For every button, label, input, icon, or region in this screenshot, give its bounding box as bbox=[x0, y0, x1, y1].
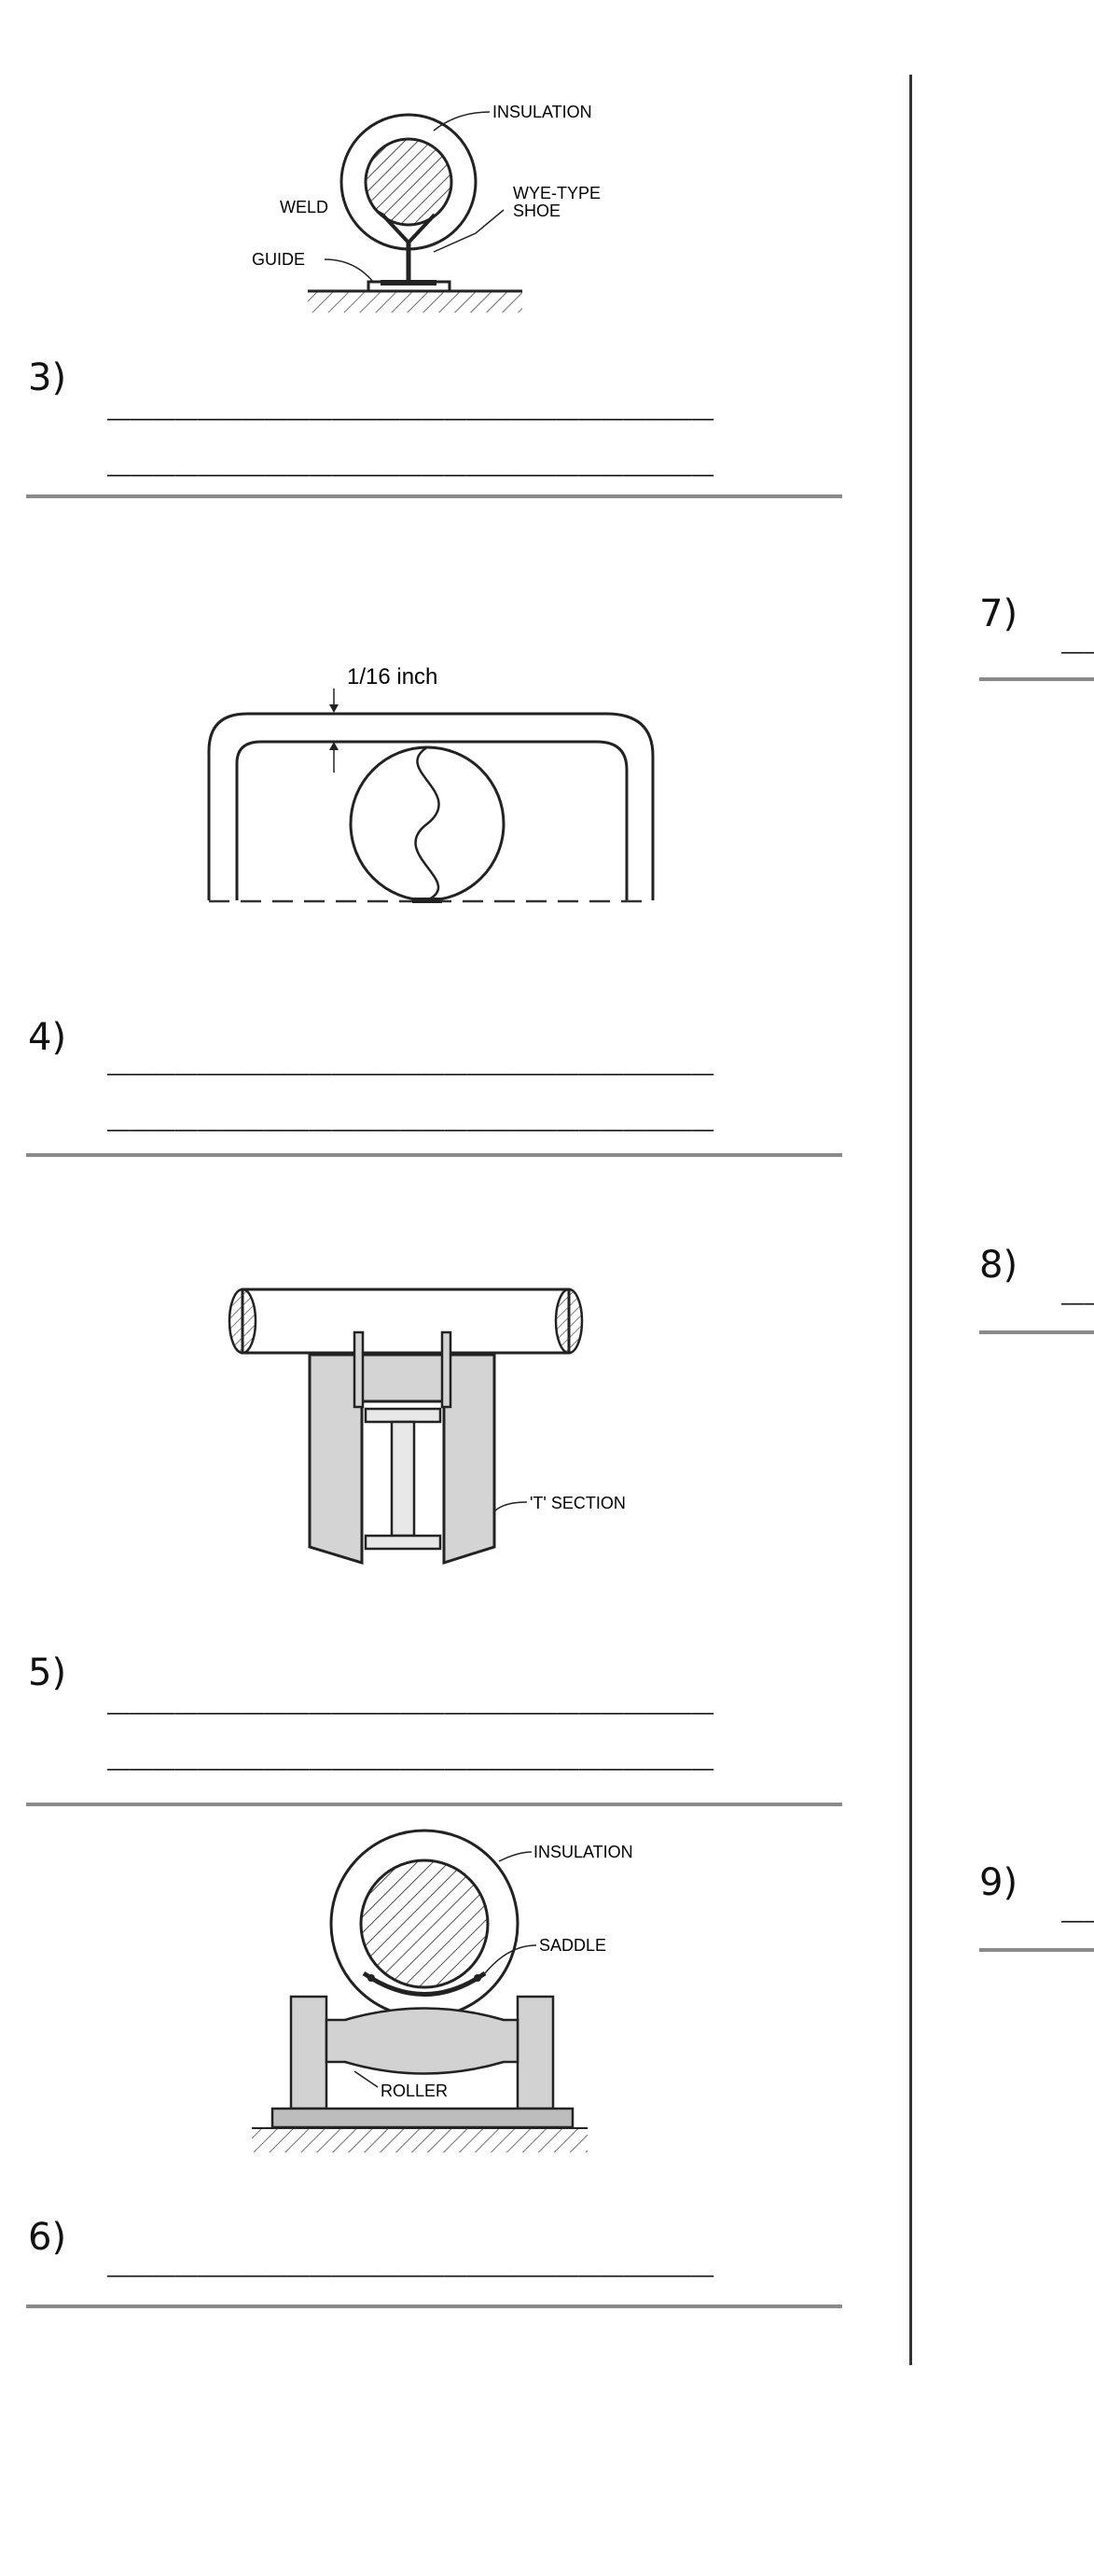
question-5-answer-line-1[interactable]: ___________________________ bbox=[107, 1672, 714, 1715]
divider bbox=[979, 1948, 1094, 1952]
divider bbox=[979, 1330, 1094, 1334]
column-divider bbox=[909, 75, 912, 2365]
insulation-label: INSULATION bbox=[492, 103, 592, 121]
t-section-support-figure: 'T' SECTION bbox=[228, 1288, 626, 1566]
saddle-label: SADDLE bbox=[539, 1936, 606, 1955]
question-4-answer-line-2[interactable]: ___________________________ bbox=[107, 1089, 714, 1132]
question-5-number: 5) bbox=[28, 1651, 67, 1694]
insulation-label: INSULATION bbox=[533, 1843, 633, 1861]
question-7-number: 7) bbox=[979, 592, 1018, 635]
question-7-answer-line[interactable]: __ bbox=[1061, 611, 1094, 654]
divider bbox=[26, 2304, 842, 2308]
divider bbox=[26, 1153, 842, 1157]
question-4-answer-line-1[interactable]: ___________________________ bbox=[107, 1033, 714, 1076]
question-5-answer-line-2[interactable]: ___________________________ bbox=[107, 1728, 714, 1771]
u-bolt-clearance-figure: 1/16 inch bbox=[207, 664, 655, 903]
question-8-answer-line[interactable]: __ bbox=[1061, 1262, 1094, 1305]
guide-label: GUIDE bbox=[252, 250, 305, 269]
t-section-label: 'T' SECTION bbox=[530, 1494, 626, 1512]
question-6-number: 6) bbox=[28, 2216, 67, 2259]
question-9-answer-line[interactable]: __ bbox=[1061, 1880, 1094, 1923]
question-9-number: 9) bbox=[979, 1861, 1018, 1904]
question-3-answer-line-2[interactable]: ___________________________ bbox=[107, 434, 714, 477]
wye-type-label: WYE-TYPE bbox=[513, 184, 601, 202]
question-4-number: 4) bbox=[28, 1016, 67, 1059]
weld-label: WELD bbox=[280, 198, 328, 216]
divider bbox=[26, 1803, 842, 1806]
shoe-label: SHOE bbox=[513, 202, 561, 220]
divider bbox=[26, 494, 842, 498]
clearance-dimension-label: 1/16 inch bbox=[347, 664, 437, 689]
question-6-answer-line-1[interactable]: ___________________________ bbox=[107, 2235, 714, 2277]
pipe-roller-support-figure: INSULATION SADDLE ROLLER bbox=[252, 1829, 633, 2152]
wye-type-shoe-figure: INSULATION WELD WYE-TYPE SHOE GUIDE bbox=[252, 103, 601, 313]
divider bbox=[979, 677, 1094, 681]
question-3-number: 3) bbox=[28, 356, 67, 399]
question-3-answer-line-1[interactable]: ___________________________ bbox=[107, 378, 714, 421]
question-8-number: 8) bbox=[979, 1244, 1018, 1287]
roller-label: ROLLER bbox=[381, 2082, 448, 2100]
